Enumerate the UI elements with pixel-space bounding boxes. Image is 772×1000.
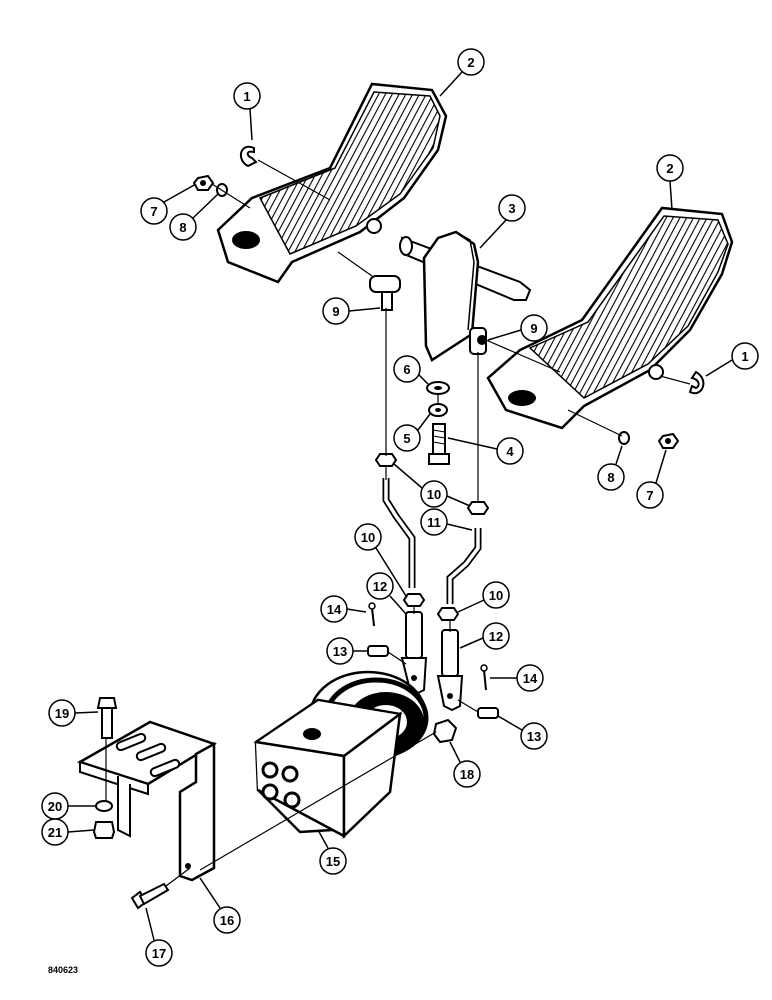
- right-brake-pedal: [486, 206, 734, 430]
- port-plug: [432, 718, 458, 744]
- callout-12-right: 12: [459, 622, 510, 650]
- svg-text:1: 1: [243, 89, 250, 104]
- svg-text:9: 9: [530, 321, 537, 336]
- callout-2-left: 2: [439, 48, 485, 97]
- svg-text:9: 9: [332, 304, 339, 319]
- screw-17: [130, 882, 170, 910]
- callout-7-right: 7: [636, 449, 667, 509]
- svg-text:11: 11: [427, 515, 441, 530]
- svg-text:15: 15: [326, 854, 340, 869]
- washer-20: [95, 800, 113, 812]
- snap-ring-left: [239, 145, 258, 168]
- callout-16: 16: [199, 877, 241, 934]
- callout-20: 20: [41, 792, 96, 820]
- callout-21: 21: [41, 818, 95, 846]
- svg-text:18: 18: [460, 767, 474, 782]
- callout-9-right: 9: [487, 314, 548, 342]
- callouts: 1 2 3 4 5 6 7 8 9 10 11 12 13 14 15 16 1…: [41, 48, 759, 967]
- ball-joint-right: [469, 327, 487, 355]
- cotter-pin-right: [480, 664, 488, 691]
- svg-text:13: 13: [333, 644, 347, 659]
- nut-left: [192, 174, 215, 191]
- svg-text:12: 12: [373, 579, 387, 594]
- bolt-19: [96, 697, 118, 739]
- callout-12-left: 12: [366, 572, 407, 615]
- svg-text:17: 17: [152, 946, 166, 961]
- cotter-pin-left: [368, 602, 376, 627]
- callout-10-left-lower: 10: [354, 523, 407, 597]
- callout-10-upper: 10: [393, 463, 471, 508]
- callout-14-right: 14: [490, 664, 544, 692]
- callout-6: 6: [393, 355, 429, 385]
- callout-1-left: 1: [233, 82, 261, 141]
- svg-text:14: 14: [327, 602, 342, 617]
- washer-6: [426, 381, 450, 395]
- svg-text:21: 21: [48, 825, 62, 840]
- jam-nut-10a: [374, 453, 398, 467]
- svg-text:6: 6: [403, 362, 410, 377]
- svg-text:7: 7: [150, 204, 157, 219]
- callout-15: 15: [317, 829, 347, 875]
- svg-text:8: 8: [179, 220, 186, 235]
- callout-8-left: 8: [169, 193, 219, 241]
- svg-text:12: 12: [489, 629, 503, 644]
- svg-text:2: 2: [666, 161, 673, 176]
- nut-21: [92, 821, 116, 839]
- lock-washer-5: [428, 403, 448, 417]
- svg-text:1: 1: [741, 349, 748, 364]
- callout-13-left: 13: [326, 637, 368, 665]
- callout-1-right: 1: [705, 342, 759, 377]
- clevis-right: [436, 629, 464, 712]
- ball-joint-left: [369, 275, 401, 311]
- svg-text:10: 10: [361, 530, 375, 545]
- jam-nut-10d: [436, 607, 460, 621]
- pedal-pivot-bracket: [399, 230, 532, 362]
- callout-19: 19: [48, 699, 99, 727]
- clevis-pin-right: [477, 707, 499, 719]
- control-rod-left: [382, 478, 416, 588]
- svg-text:16: 16: [220, 913, 234, 928]
- svg-text:10: 10: [489, 588, 503, 603]
- svg-text:5: 5: [403, 431, 410, 446]
- callout-7-left: 7: [140, 183, 197, 225]
- svg-text:4: 4: [506, 444, 514, 459]
- svg-text:20: 20: [48, 799, 62, 814]
- brake-valve: [253, 670, 429, 839]
- snap-ring-right: [688, 370, 705, 395]
- washer-right: [618, 431, 630, 445]
- svg-text:10: 10: [427, 487, 441, 502]
- jam-nut-10b: [466, 501, 490, 515]
- callout-14-left: 14: [320, 595, 367, 623]
- jam-nut-10c: [402, 593, 426, 607]
- valve-mounting-bracket: [76, 720, 217, 882]
- callout-11: 11: [420, 508, 473, 536]
- left-brake-pedal: [216, 82, 448, 284]
- callout-10-right-lower: 10: [457, 581, 510, 613]
- clevis-pin-left: [367, 645, 389, 657]
- svg-text:19: 19: [55, 706, 69, 721]
- callout-8-right: 8: [597, 445, 625, 491]
- callout-17: 17: [145, 907, 173, 967]
- callout-4: 4: [447, 437, 524, 465]
- callout-3: 3: [479, 194, 526, 249]
- svg-text:2: 2: [467, 55, 474, 70]
- callout-2-right: 2: [656, 154, 684, 211]
- control-rod-right: [446, 528, 482, 604]
- callout-13-right: 13: [497, 715, 548, 750]
- nut-right: [657, 432, 680, 449]
- svg-text:3: 3: [508, 201, 515, 216]
- callout-9-left: 9: [322, 297, 381, 325]
- svg-text:13: 13: [527, 729, 541, 744]
- assembly-lines: [105, 159, 691, 887]
- callout-5: 5: [393, 413, 431, 452]
- svg-text:7: 7: [646, 488, 653, 503]
- figure-id: 840623: [48, 965, 79, 975]
- bolt-4: [428, 423, 450, 465]
- callout-18: 18: [449, 741, 481, 788]
- svg-text:8: 8: [607, 470, 614, 485]
- svg-text:14: 14: [523, 671, 538, 686]
